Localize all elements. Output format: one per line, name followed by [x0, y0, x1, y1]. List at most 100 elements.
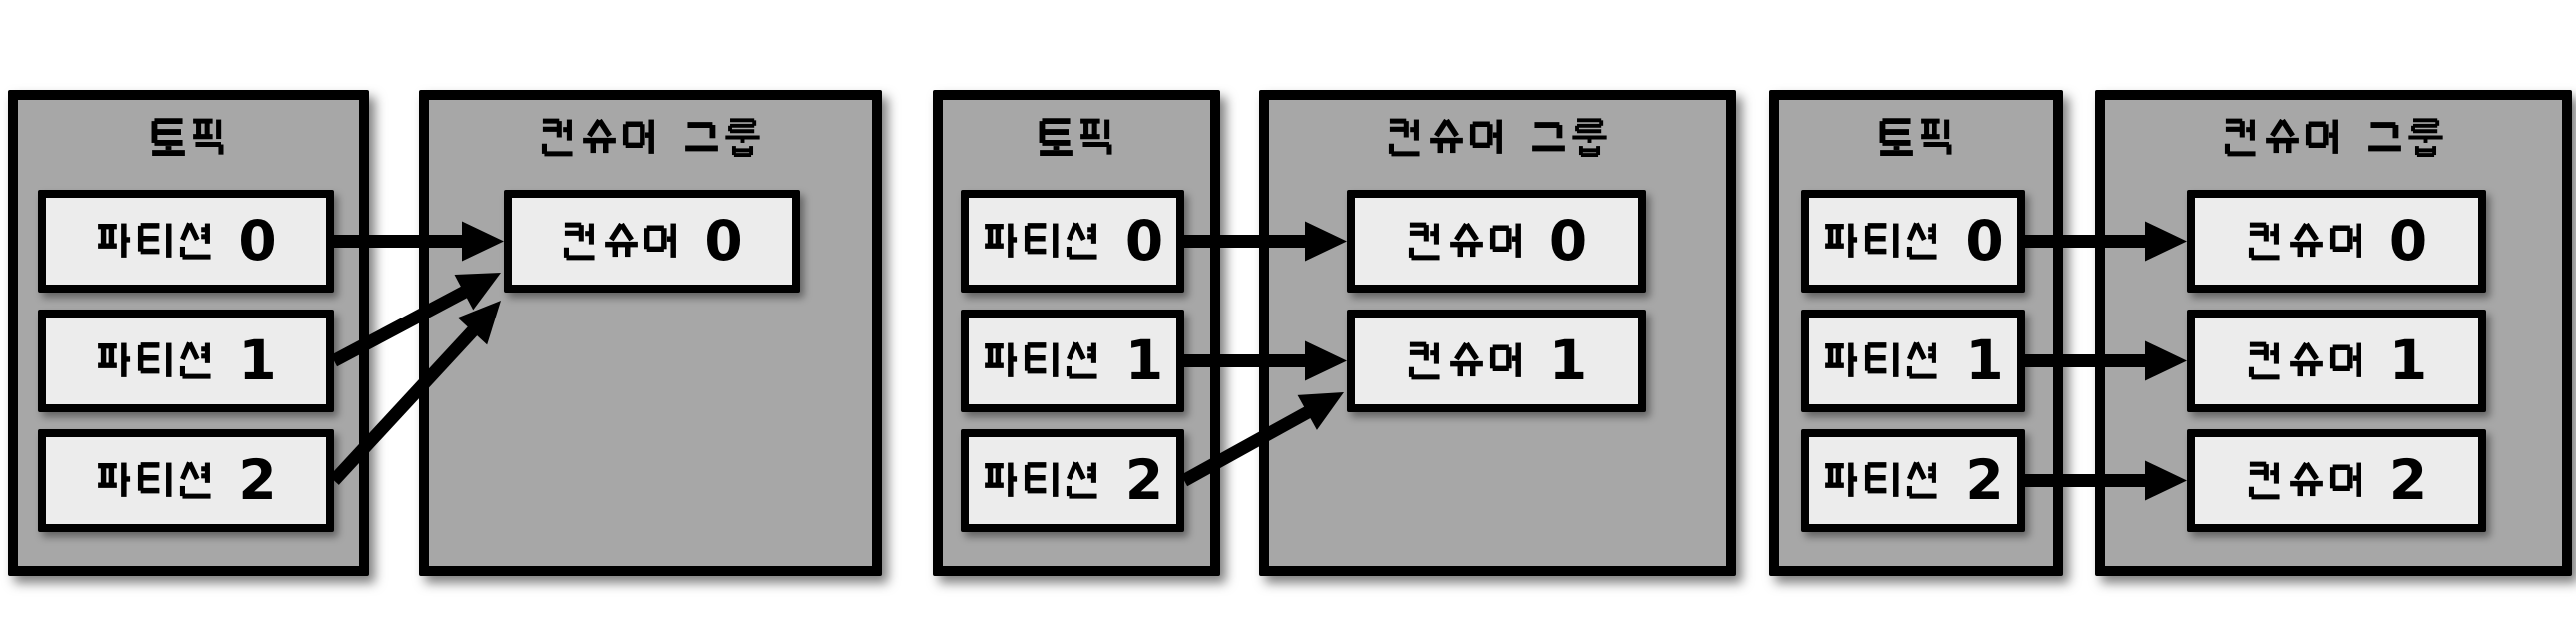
partition-label-0: 0: [982, 214, 1163, 269]
hangul-glyph: [2329, 462, 2361, 497]
topic-title-text: [1037, 115, 1116, 160]
hangul-glyph: [2408, 117, 2443, 157]
hangul-glyph: [1430, 118, 1463, 153]
hangul-glyph: [1825, 342, 1858, 377]
consumer-label-0: 0: [561, 214, 743, 269]
hangul-glyph: [1865, 462, 1899, 497]
partition-label-0: 0: [1822, 214, 2004, 269]
partition-box-0: 0: [38, 190, 334, 293]
consumer-label-1: 1: [2246, 333, 2427, 388]
topic-title: [18, 104, 359, 170]
partition-box-1: 1: [38, 310, 334, 412]
hangul-glyph: [1408, 341, 1440, 380]
topic-box: 0 1 2: [8, 90, 369, 576]
topic-box: 0 1 2: [933, 90, 1220, 576]
hangul-glyph: [1532, 121, 1565, 151]
hangul-glyph: [2305, 119, 2338, 154]
partition-box-2: 2: [961, 429, 1184, 532]
hangul-glyph: [725, 117, 760, 157]
hangul-glyph: [1449, 341, 1483, 377]
partition-box-0: 0: [1801, 190, 2025, 293]
hangul-glyph: [138, 462, 172, 497]
consumer-box-1: 1: [2187, 310, 2486, 412]
hangul-glyph: [2248, 222, 2280, 261]
consumer-group-box: 0 1 2: [2095, 90, 2572, 576]
hangul-glyph: [1879, 117, 1913, 156]
consumer-label-0: 0: [1406, 214, 1587, 269]
topic-title-text: [1877, 115, 1956, 160]
hangul-glyph: [1039, 117, 1073, 156]
partition-box-2: 2: [38, 429, 334, 532]
partition-box-1: 1: [961, 310, 1184, 412]
hangul-glyph: [1388, 118, 1420, 156]
hangul-glyph: [1080, 118, 1112, 155]
hangul-glyph: [1920, 118, 1952, 155]
hangul-glyph: [2329, 223, 2361, 258]
hangul-glyph: [1907, 341, 1937, 379]
hangul-glyph: [2289, 341, 2323, 377]
hangul-glyph: [2224, 118, 2256, 156]
hangul-glyph: [605, 222, 639, 258]
consumer-group-title-text: [1386, 115, 1609, 160]
hangul-glyph: [1907, 222, 1937, 260]
hangul-glyph: [2266, 118, 2299, 153]
hangul-glyph: [2248, 341, 2280, 380]
hangul-glyph: [1449, 222, 1483, 258]
partition-label-2: 2: [1822, 453, 2004, 508]
consumer-group-title: [429, 104, 872, 170]
topic-title: [1779, 104, 2053, 170]
hangul-glyph: [151, 117, 185, 156]
hangul-glyph: [1066, 341, 1097, 379]
consumer-group-title: [1269, 104, 1726, 170]
consumer-box-0: 0: [504, 190, 800, 293]
partition-label-1: 1: [982, 333, 1163, 388]
hangul-glyph: [984, 223, 1017, 258]
hangul-glyph: [138, 223, 172, 258]
hangul-glyph: [583, 118, 616, 153]
hangul-glyph: [98, 342, 131, 377]
hangul-glyph: [138, 342, 172, 377]
hangul-glyph: [1024, 462, 1059, 497]
hangul-glyph: [1489, 342, 1521, 377]
topic-title-text: [149, 115, 228, 160]
hangul-glyph: [1865, 342, 1899, 377]
hangul-glyph: [984, 342, 1017, 377]
consumer-label-2: 2: [2246, 453, 2427, 508]
hangul-glyph: [1408, 222, 1440, 261]
partition-label-1: 1: [95, 333, 277, 388]
consumer-group-box: 0: [419, 90, 882, 576]
consumer-label-0: 0: [2246, 214, 2427, 269]
hangul-glyph: [541, 118, 573, 156]
hangul-glyph: [644, 223, 677, 258]
consumer-box-1: 1: [1347, 310, 1646, 412]
hangul-glyph: [1907, 461, 1937, 499]
hangul-glyph: [1469, 119, 1502, 154]
hangul-glyph: [193, 118, 224, 155]
hangul-glyph: [98, 462, 131, 497]
hangul-glyph: [180, 222, 211, 260]
hangul-glyph: [2368, 121, 2401, 151]
hangul-glyph: [1066, 461, 1097, 499]
partition-label-2: 2: [982, 453, 1163, 508]
hangul-glyph: [1489, 223, 1521, 258]
partition-box-2: 2: [1801, 429, 2025, 532]
hangul-glyph: [984, 462, 1017, 497]
consumer-label-1: 1: [1406, 333, 1587, 388]
hangul-glyph: [180, 461, 211, 499]
topic-title: [943, 104, 1210, 170]
hangul-glyph: [2289, 222, 2323, 258]
consumer-group-title-text: [539, 115, 762, 160]
hangul-glyph: [1066, 222, 1097, 260]
hangul-glyph: [180, 341, 211, 379]
consumer-box-2: 2: [2187, 429, 2486, 532]
topic-box: 0 1 2: [1769, 90, 2063, 576]
partition-label-0: 0: [95, 214, 277, 269]
partition-box-1: 1: [1801, 310, 2025, 412]
hangul-glyph: [1825, 462, 1858, 497]
hangul-glyph: [622, 119, 654, 154]
partition-box-0: 0: [961, 190, 1184, 293]
hangul-glyph: [1024, 223, 1059, 258]
consumer-box-0: 0: [2187, 190, 2486, 293]
